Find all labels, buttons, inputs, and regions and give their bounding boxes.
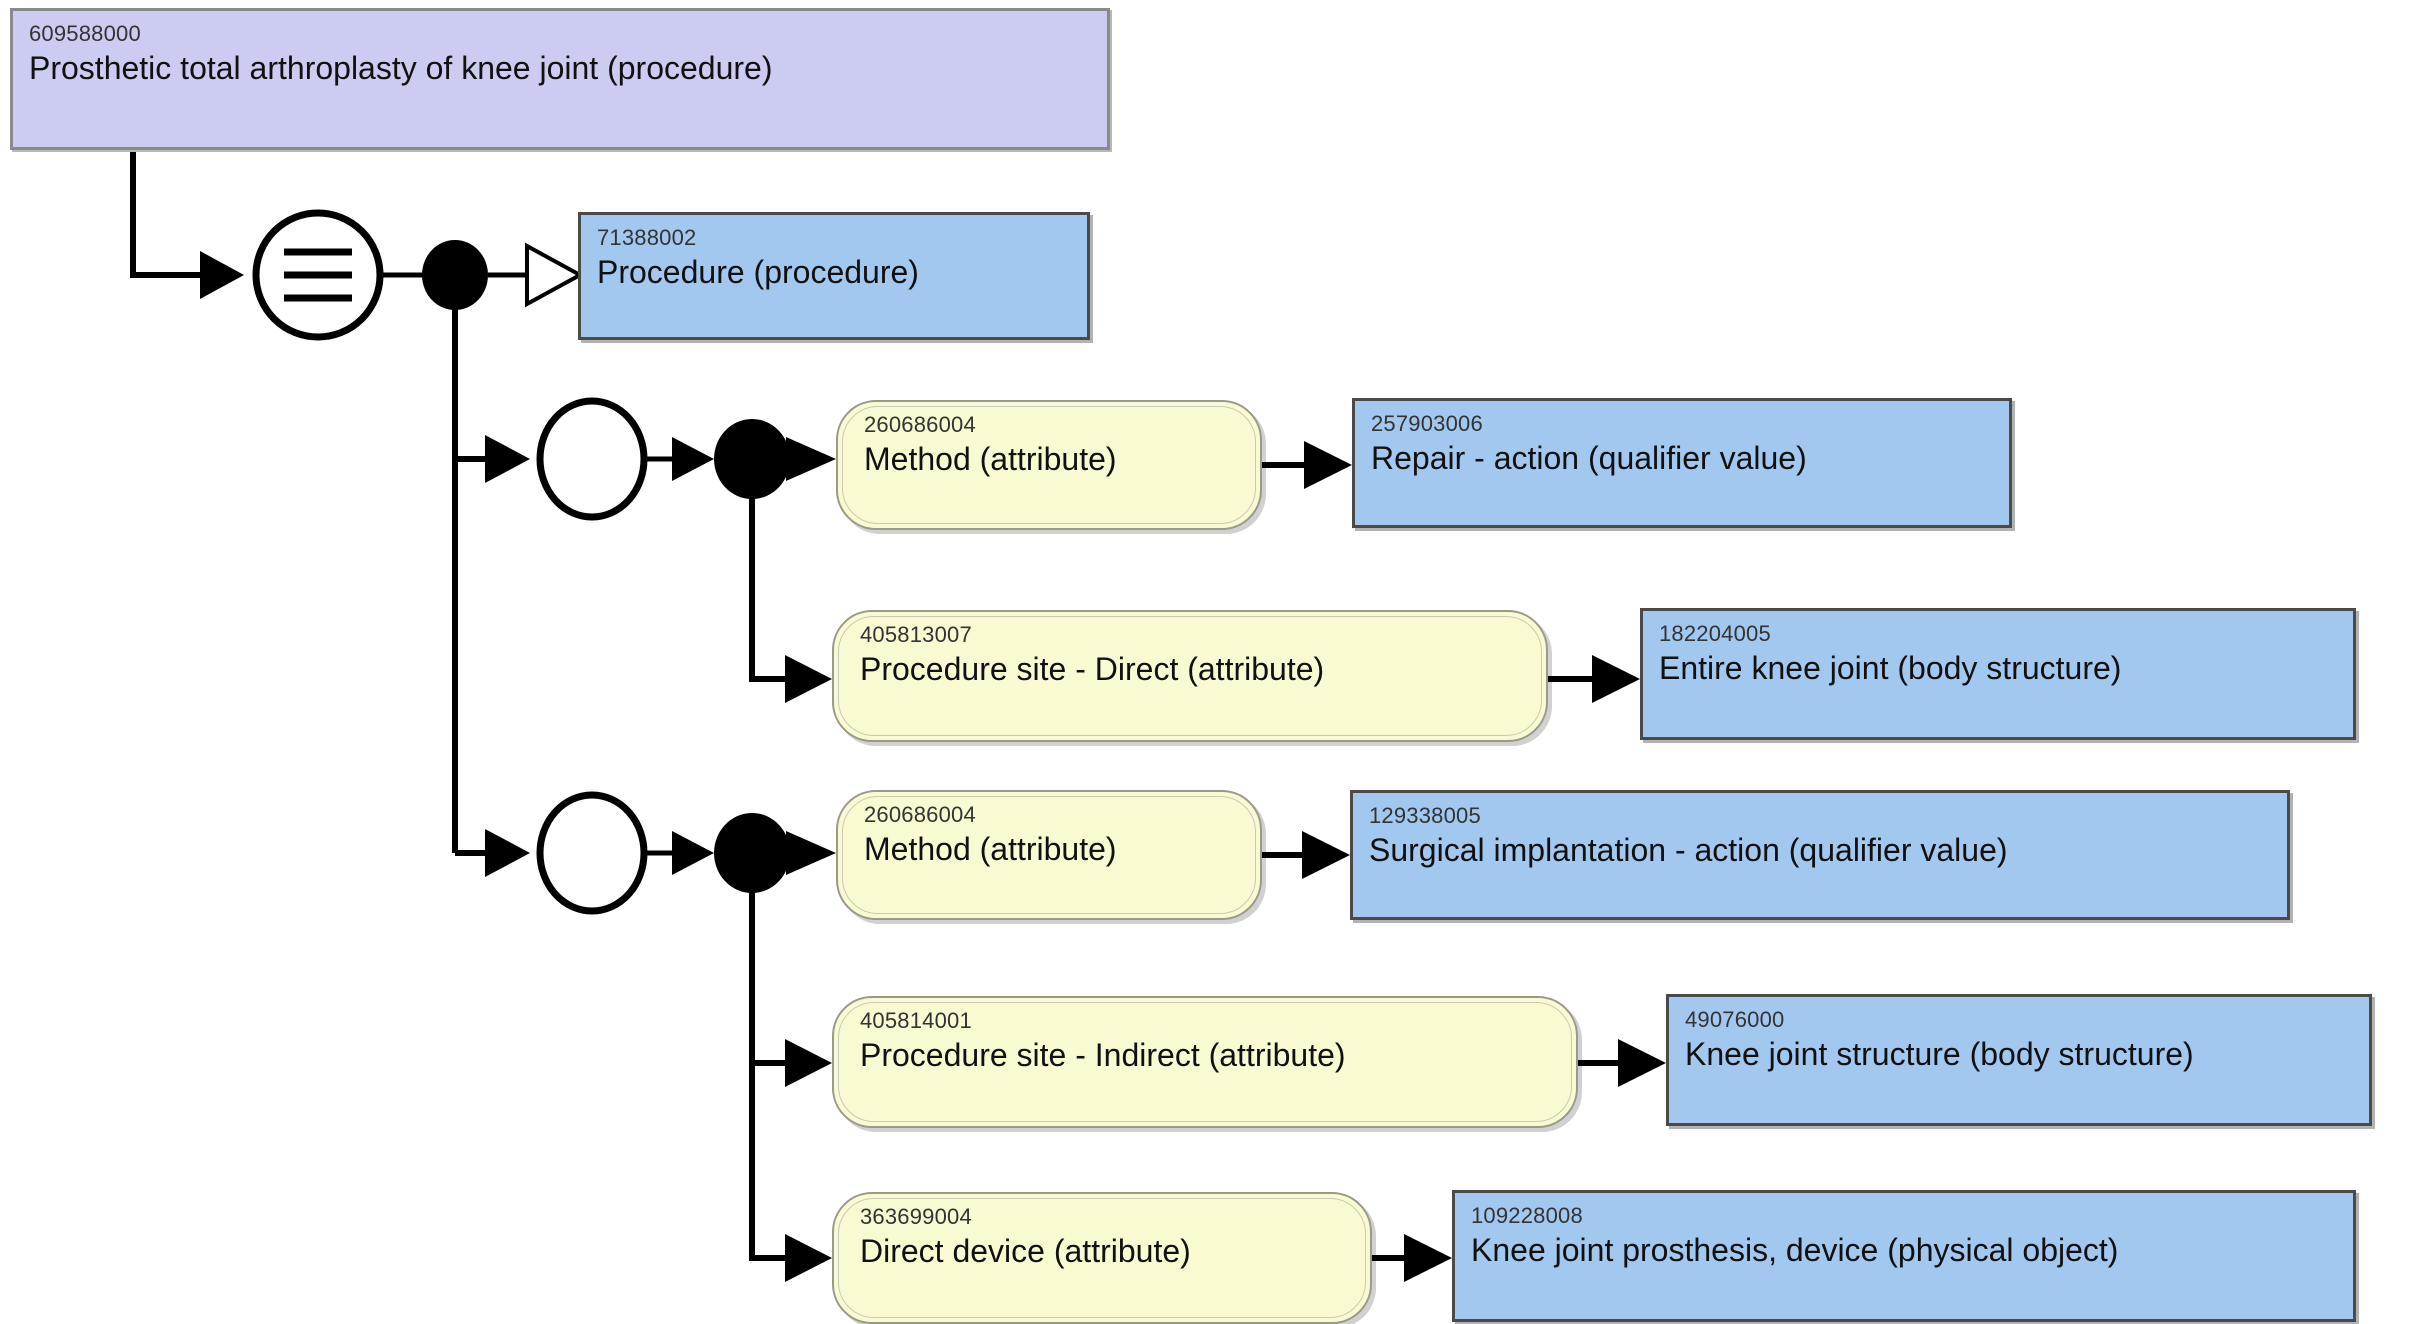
role-group-1-icon bbox=[536, 397, 648, 521]
value-box-knee-joint-structure[interactable]: 49076000 Knee joint structure (body stru… bbox=[1666, 994, 2372, 1126]
attribute-term-direct-device: Direct device (attribute) bbox=[860, 1233, 1191, 1269]
attribute-box-direct-device[interactable]: 363699004 Direct device (attribute) bbox=[832, 1192, 1372, 1324]
wire-rolegroup-2-trunk-lower bbox=[749, 1063, 790, 1261]
value-term-surgical-implantation: Surgical implantation - action (qualifie… bbox=[1369, 832, 2008, 868]
junction-dot-root bbox=[422, 240, 488, 310]
sufficiently-defined-icon bbox=[252, 209, 384, 341]
value-sctid-repair-action: 257903006 bbox=[1371, 411, 1483, 436]
wire-focus-to-definition-node bbox=[130, 152, 205, 278]
attribute-term-procedure-site-indirect: Procedure site - Indirect (attribute) bbox=[860, 1037, 1346, 1073]
attribute-term-method-2: Method (attribute) bbox=[864, 831, 1117, 867]
value-box-repair-action[interactable]: 257903006 Repair - action (qualifier val… bbox=[1352, 398, 2012, 528]
attribute-box-procedure-site-indirect[interactable]: 405814001 Procedure site - Indirect (att… bbox=[832, 996, 1578, 1128]
value-sctid-knee-joint-prosthesis: 109228008 bbox=[1471, 1203, 1583, 1228]
focus-concept-box[interactable]: 609588000 Prosthetic total arthroplasty … bbox=[10, 8, 1110, 150]
arrowhead-into-attribute-method-2 bbox=[786, 831, 836, 875]
arrowhead-into-rolegroup-2 bbox=[485, 829, 530, 877]
attribute-box-procedure-site-direct[interactable]: 405813007 Procedure site - Direct (attri… bbox=[832, 610, 1548, 742]
arrowhead-into-value-knee-joint-structure bbox=[1618, 1039, 1666, 1087]
attribute-box-method-2[interactable]: 260686004 Method (attribute) bbox=[836, 790, 1262, 920]
parent-concept-term: Procedure (procedure) bbox=[597, 254, 919, 290]
parent-concept-box-procedure[interactable]: 71388002 Procedure (procedure) bbox=[578, 212, 1090, 340]
attribute-sctid-method-1: 260686004 bbox=[864, 412, 976, 437]
value-term-repair-action: Repair - action (qualifier value) bbox=[1371, 440, 1807, 476]
focus-concept-sctid: 609588000 bbox=[29, 21, 141, 46]
arrowhead-into-attribute-direct-device bbox=[785, 1234, 832, 1282]
isa-open-arrowhead bbox=[525, 242, 585, 308]
arrowhead-rolegroup-1-junction bbox=[672, 437, 714, 481]
value-term-entire-knee-joint: Entire knee joint (body structure) bbox=[1659, 650, 2122, 686]
arrowhead-into-value-repair bbox=[1304, 441, 1352, 489]
attribute-term-method-1: Method (attribute) bbox=[864, 441, 1117, 477]
junction-dot-rolegroup-2 bbox=[714, 813, 790, 893]
value-box-knee-joint-prosthesis[interactable]: 109228008 Knee joint prosthesis, device … bbox=[1452, 1190, 2356, 1322]
arrowhead-rolegroup-2-junction bbox=[672, 831, 714, 875]
arrowhead-into-value-entire-knee-joint bbox=[1592, 655, 1640, 703]
attribute-sctid-method-2: 260686004 bbox=[864, 802, 976, 827]
arrowhead-into-value-surgical-implantation bbox=[1302, 831, 1350, 879]
value-sctid-knee-joint-structure: 49076000 bbox=[1685, 1007, 1785, 1032]
wire-rolegroup-2-trunk-upper bbox=[749, 886, 790, 1066]
arrowhead-into-attribute-proc-site-direct bbox=[785, 655, 832, 703]
attribute-sctid-procedure-site-direct: 405813007 bbox=[860, 622, 972, 647]
arrowhead-into-attribute-method-1 bbox=[786, 437, 836, 481]
value-term-knee-joint-structure: Knee joint structure (body structure) bbox=[1685, 1036, 2194, 1072]
focus-concept-term: Prosthetic total arthroplasty of knee jo… bbox=[29, 50, 773, 86]
value-sctid-entire-knee-joint: 182204005 bbox=[1659, 621, 1771, 646]
role-group-2-icon bbox=[536, 791, 648, 915]
value-box-surgical-implantation[interactable]: 129338005 Surgical implantation - action… bbox=[1350, 790, 2290, 920]
attribute-term-procedure-site-direct: Procedure site - Direct (attribute) bbox=[860, 651, 1325, 687]
value-box-entire-knee-joint[interactable]: 182204005 Entire knee joint (body struct… bbox=[1640, 608, 2356, 740]
attribute-box-method-1[interactable]: 260686004 Method (attribute) bbox=[836, 400, 1262, 530]
junction-dot-rolegroup-1 bbox=[714, 419, 790, 499]
value-sctid-surgical-implantation: 129338005 bbox=[1369, 803, 1481, 828]
arrowhead-into-rolegroup-1 bbox=[485, 435, 530, 483]
attribute-sctid-direct-device: 363699004 bbox=[860, 1204, 972, 1229]
arrowhead-into-attribute-proc-site-indirect bbox=[785, 1039, 832, 1087]
attribute-sctid-procedure-site-indirect: 405814001 bbox=[860, 1008, 972, 1033]
arrowhead-into-value-knee-joint-prosthesis bbox=[1404, 1234, 1452, 1282]
wire-rolegroup-1-trunk bbox=[749, 492, 790, 682]
value-term-knee-joint-prosthesis: Knee joint prosthesis, device (physical … bbox=[1471, 1232, 2119, 1268]
parent-concept-sctid: 71388002 bbox=[597, 225, 697, 250]
arrowhead-into-definition-node bbox=[200, 251, 244, 299]
